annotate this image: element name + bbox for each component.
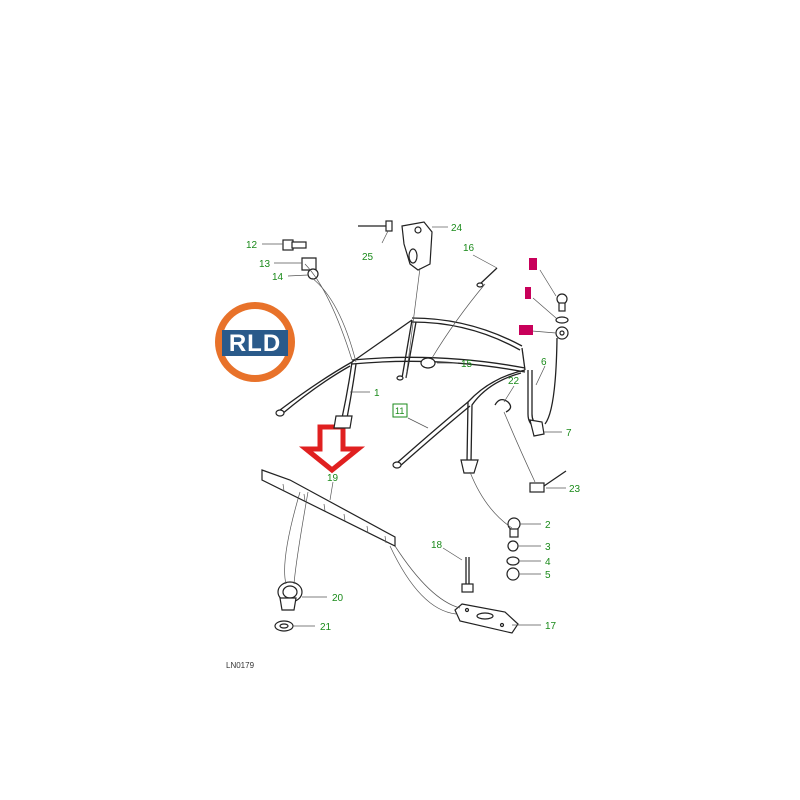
highlight-markers — [519, 258, 537, 335]
callout-24: 24 — [451, 223, 463, 234]
nut-3 — [507, 540, 519, 552]
callout-4: 4 — [545, 557, 551, 568]
pin-23 — [529, 470, 567, 493]
callout-7: 7 — [566, 428, 572, 439]
callout-13: 13 — [259, 259, 271, 270]
callout-1: 1 — [374, 388, 380, 399]
hood-frame — [275, 317, 526, 474]
callout-6: 6 — [541, 357, 547, 368]
logo-text: RLD — [229, 330, 281, 357]
callout-17: 17 — [545, 621, 557, 632]
d-ring-20 — [277, 581, 303, 611]
nut-10b — [555, 326, 569, 340]
callout-leaders — [262, 226, 566, 627]
base-plate-17 — [454, 603, 519, 634]
assembly-leaders — [284, 263, 536, 615]
rod-16 — [476, 267, 498, 288]
rail-strip-19 — [261, 469, 396, 547]
callout-11-box — [392, 403, 408, 418]
stay-6-7 — [527, 337, 558, 437]
callout-labels: 1 2 3 4 5 6 7 11 12 13 14 15 16 17 18 19… — [246, 223, 581, 633]
callout-21: 21 — [320, 622, 332, 633]
washer-21 — [274, 620, 294, 632]
bolt-2 — [507, 517, 521, 538]
callout-16: 16 — [463, 243, 475, 254]
stud-18 — [461, 557, 474, 593]
callout-14: 14 — [272, 272, 284, 283]
rivet-25 — [358, 220, 393, 244]
callout-22: 22 — [508, 376, 520, 387]
callout-11: 11 — [395, 406, 404, 416]
red-down-arrow — [298, 424, 366, 474]
callout-19: 19 — [327, 473, 339, 484]
callout-12: 12 — [246, 240, 258, 251]
washer-4 — [506, 556, 520, 566]
rld-logo: RLD — [215, 302, 295, 382]
callout-15: 15 — [461, 359, 473, 370]
callout-20: 20 — [332, 593, 344, 604]
bracket-24 — [401, 221, 433, 271]
bolt-12 — [282, 239, 307, 251]
clip-22 — [494, 398, 512, 413]
eye-clip-15 — [420, 357, 436, 369]
nut-5 — [506, 567, 520, 581]
fastener-9 — [556, 293, 568, 312]
callout-3: 3 — [545, 542, 551, 553]
callout-18: 18 — [431, 540, 443, 551]
callout-2: 2 — [545, 520, 551, 531]
callout-5: 5 — [545, 570, 551, 581]
callout-23: 23 — [569, 484, 581, 495]
diagram-reference: LN0179 — [226, 661, 255, 670]
washer-10 — [555, 316, 569, 324]
callout-25: 25 — [362, 252, 374, 263]
